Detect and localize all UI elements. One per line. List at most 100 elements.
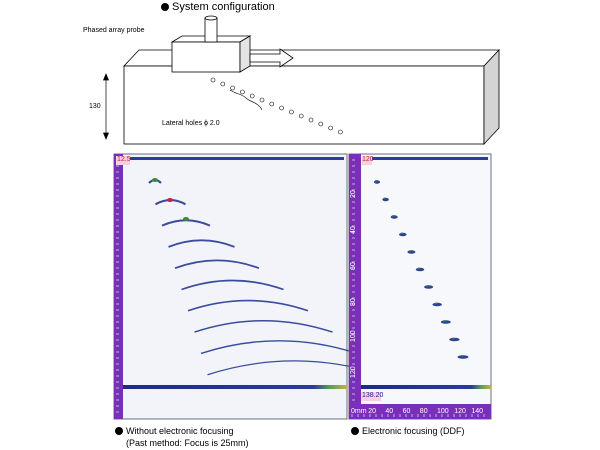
- depth-axis-label: 120: [350, 366, 357, 378]
- focused-echo-core: [374, 180, 378, 182]
- lateral-hole: [240, 89, 245, 95]
- focused-echo-spot: [399, 232, 407, 237]
- focused-echo-spot: [432, 302, 442, 307]
- horizontal-axis-label: 40: [385, 408, 394, 415]
- echo-spot: [152, 178, 158, 182]
- depth-axis-label: 100: [350, 330, 357, 342]
- holes-leader-line: [229, 89, 263, 111]
- right-backwall-echo: [361, 385, 491, 389]
- left-caption-line2: (Past method: Focus is 25mm): [126, 438, 249, 448]
- phased-array-probe: [170, 15, 252, 73]
- horizontal-axis-label: 20: [368, 408, 376, 415]
- lateral-hole: [308, 117, 314, 123]
- lateral-hole: [230, 85, 235, 91]
- left-scale-ticks: [116, 159, 119, 413]
- echo-arc: [154, 199, 187, 206]
- horizontal-axis-label: 80: [419, 408, 428, 415]
- left-backwall-echo: [123, 385, 347, 389]
- focused-echo-spot: [407, 250, 416, 254]
- lateral-hole: [259, 97, 265, 103]
- right-bottom-value: 138.20: [362, 392, 384, 399]
- bullet-icon: [351, 427, 359, 435]
- scan-direction-arrow: [249, 48, 294, 68]
- system-diagram: [102, 15, 500, 146]
- lateral-hole: [298, 113, 304, 119]
- left-image-frame: [113, 153, 348, 420]
- block-front-face: [123, 65, 485, 145]
- horizontal-axis-label: 120: [454, 408, 466, 415]
- echo-arc: [194, 319, 333, 333]
- focused-echo-core: [426, 285, 429, 287]
- right-caption: Electronic focusing (DDF): [351, 425, 465, 437]
- config-title-row: System configuration: [161, 1, 275, 13]
- lateral-hole: [338, 129, 343, 135]
- echo-arc: [187, 299, 309, 312]
- right-image-frame: [348, 153, 492, 420]
- focused-echo-spot: [374, 180, 380, 184]
- probe-label: Phased array probe: [83, 27, 145, 34]
- lateral-hole: [279, 105, 284, 111]
- echo-arc: [168, 239, 235, 248]
- focused-echo-core: [392, 215, 395, 217]
- horizontal-axis-label: 60: [402, 408, 411, 415]
- focused-echo-core: [452, 337, 455, 340]
- left-caption-line1: Without electronic focusing: [126, 426, 234, 436]
- lateral-holes: [210, 77, 343, 135]
- right-caption-text: Electronic focusing (DDF): [362, 426, 465, 436]
- right-top-gate: [372, 157, 488, 160]
- horizontal-axis-label: 0mm: [351, 408, 367, 415]
- probe-side: [239, 35, 251, 73]
- focused-echo-core: [409, 250, 412, 252]
- config-title: System configuration: [172, 1, 275, 13]
- lateral-hole: [289, 109, 294, 115]
- right-scale-ticks: [351, 159, 485, 417]
- bullet-icon: [115, 427, 123, 435]
- left-caption: Without electronic focusing (Past method…: [115, 425, 249, 449]
- focused-echo-core: [460, 355, 464, 357]
- focused-echo-core: [417, 267, 421, 270]
- lateral-hole: [220, 81, 226, 87]
- lateral-hole: [269, 101, 275, 107]
- depth-axis-label: 40: [350, 226, 357, 234]
- depth-axis-label: 20: [350, 190, 357, 198]
- left-top-gate: [130, 157, 344, 160]
- depth-axis-label: 80: [350, 298, 357, 306]
- holes-label: Lateral holes ϕ 2.0: [162, 120, 220, 127]
- horizontal-axis-label: 100: [437, 408, 449, 415]
- echo-arc: [181, 279, 284, 291]
- right-echo-spots: [374, 180, 469, 359]
- left-corner-value: 12.5: [117, 156, 131, 163]
- echo-arc: [161, 219, 211, 227]
- focused-echo-spot: [440, 320, 451, 324]
- echo-arc: [174, 259, 260, 270]
- focused-echo-spot: [390, 215, 398, 219]
- probe-cable-top: [204, 15, 218, 21]
- left-echo-spots: [152, 178, 189, 221]
- horizontal-axis-label: 140: [471, 408, 484, 415]
- left-echo-arcs: [148, 178, 382, 376]
- probe-cable: [204, 17, 218, 43]
- lateral-hole: [249, 93, 255, 99]
- focused-echo-spot: [415, 267, 425, 272]
- depth-dimension: [102, 73, 110, 140]
- depth-axis-label: 60: [350, 262, 357, 270]
- focused-echo-spot: [382, 197, 389, 202]
- left-depth-scale-bar: [114, 154, 123, 419]
- bullet-icon: [161, 3, 169, 11]
- echo-spot: [183, 217, 189, 221]
- focused-echo-core: [383, 197, 386, 200]
- probe-front: [171, 41, 241, 73]
- focused-echo-core: [443, 320, 446, 322]
- echo-arc: [200, 340, 358, 355]
- lateral-hole: [318, 121, 324, 127]
- block-side-face: [483, 48, 500, 146]
- depth-label: 130: [89, 103, 101, 110]
- focused-echo-core: [435, 302, 438, 305]
- focused-echo-spot: [449, 337, 460, 342]
- echo-spot: [167, 198, 173, 202]
- focused-echo-spot: [457, 355, 469, 359]
- right-corner-value: 120: [362, 156, 374, 163]
- lateral-hole: [328, 125, 333, 131]
- focused-echo-core: [400, 232, 403, 235]
- focused-echo-spot: [424, 285, 434, 289]
